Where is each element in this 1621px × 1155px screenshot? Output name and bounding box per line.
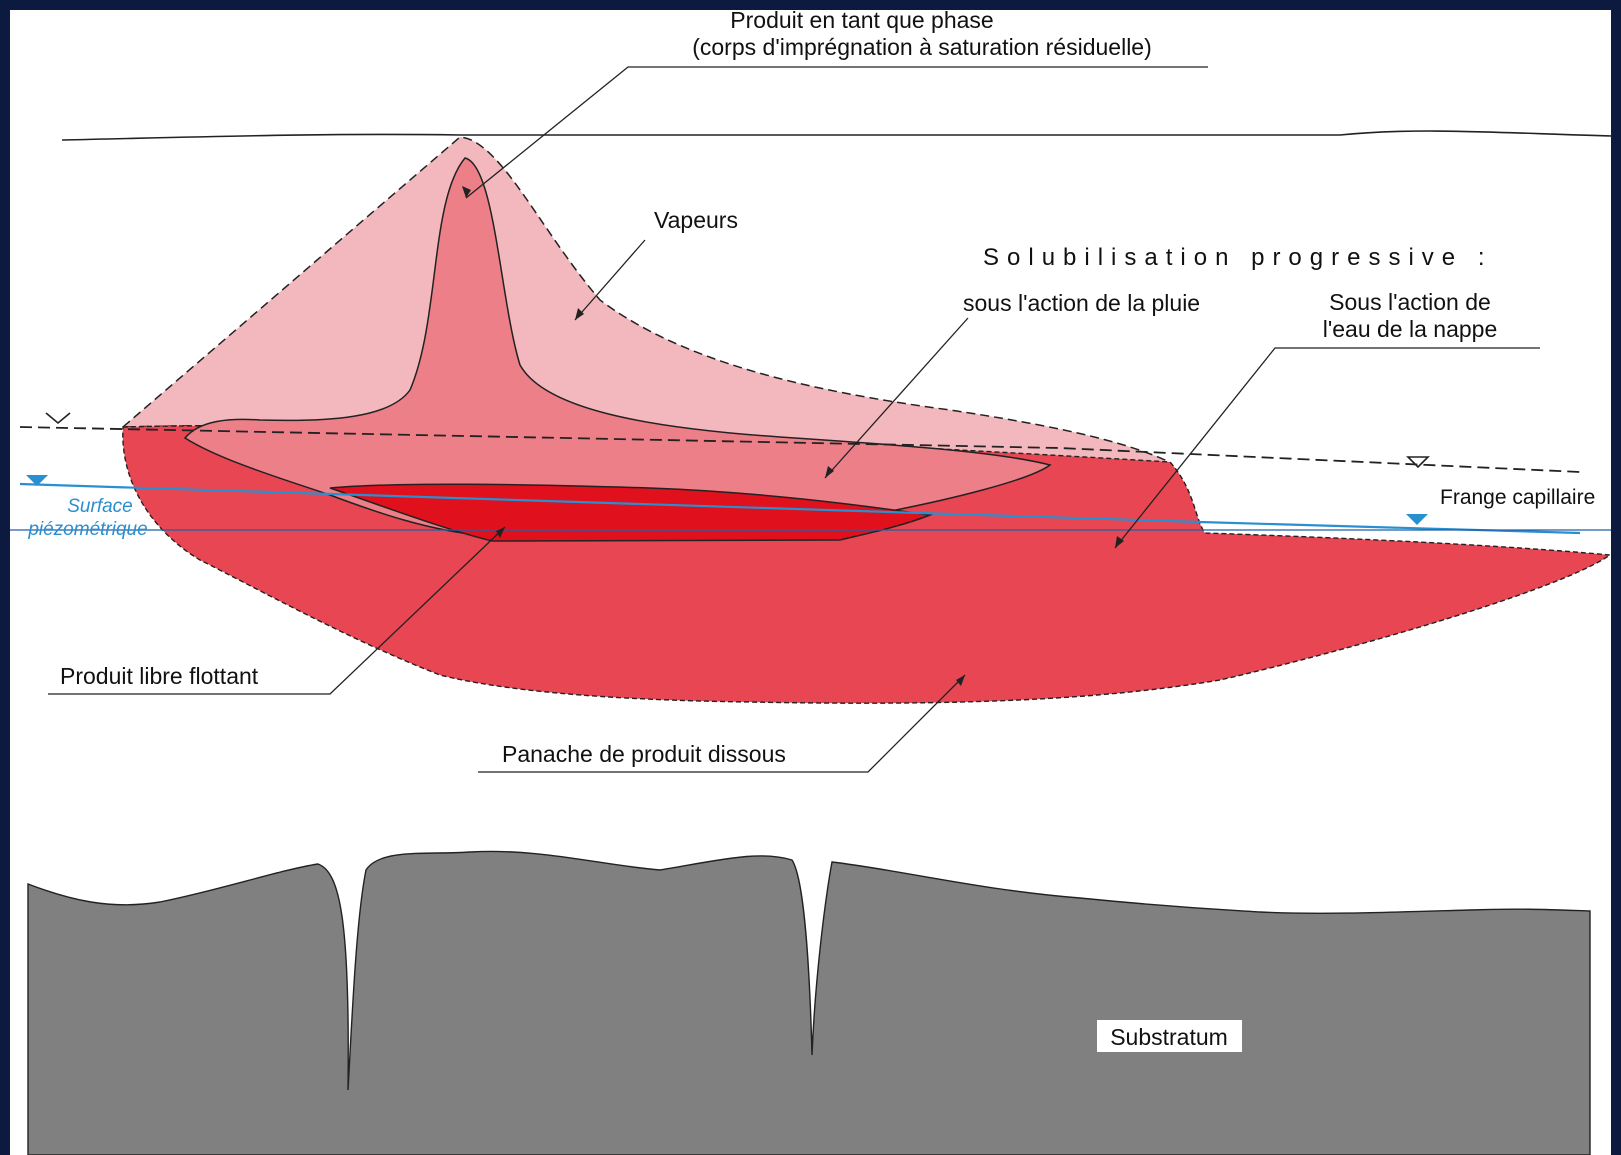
capillary-fringe-marker-icon: [1406, 514, 1428, 525]
vapeurs-label: Vapeurs: [654, 207, 738, 233]
phase-label-line2: (corps d'imprégnation à saturation résid…: [692, 34, 1152, 60]
solubilisation-label: Solubilisation progressive :: [983, 244, 1492, 271]
ground-surface-line: [62, 131, 1612, 140]
frange-label: Frange capillaire: [1440, 486, 1595, 509]
libre-label: Produit libre flottant: [60, 663, 259, 689]
phase-label-line1: Produit en tant que phase: [730, 7, 993, 33]
panache-label: Panache de produit dissous: [502, 741, 786, 767]
surface-label-line1: Surface: [67, 496, 132, 517]
upper-level-marker-icon: [46, 413, 70, 423]
pluie-label: sous l'action de la pluie: [963, 290, 1200, 316]
nappe-label-line1: Sous l'action de: [1329, 289, 1491, 315]
phase-leader-line: [466, 67, 1208, 198]
nappe-label-line2: l'eau de la nappe: [1323, 316, 1498, 342]
substratum-body: [28, 851, 1590, 1155]
surface-label-line2: piézométrique: [27, 519, 147, 540]
substratum-label: Substratum: [1110, 1024, 1228, 1050]
